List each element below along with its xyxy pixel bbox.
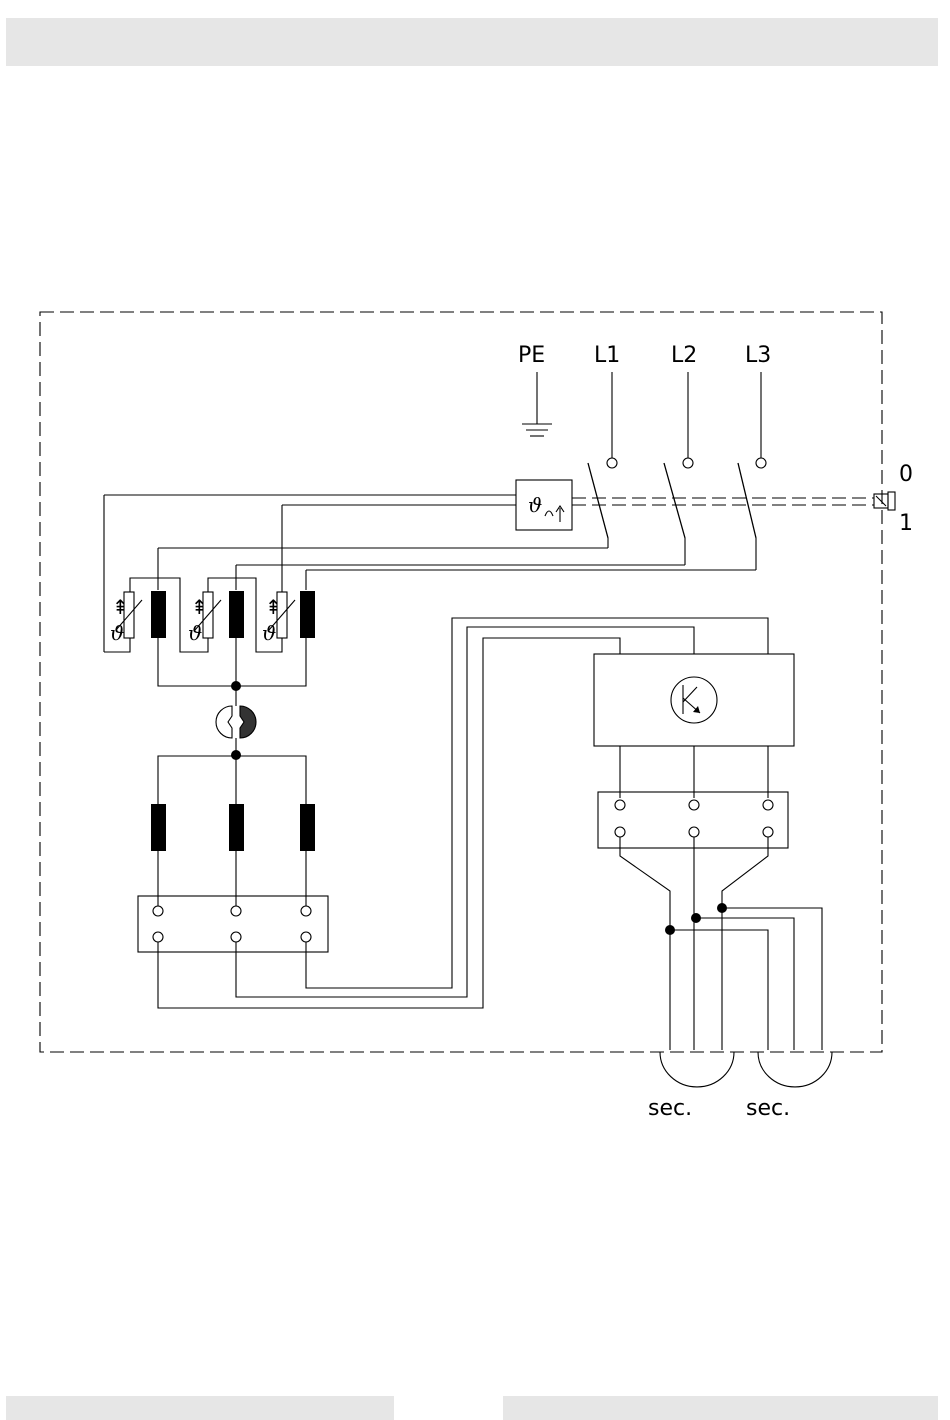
terminal-block-motor (598, 792, 788, 848)
terminal-block-lower (138, 896, 328, 952)
motor-icon (671, 677, 717, 723)
ground-icon (522, 372, 552, 436)
outlet-1 (660, 1052, 734, 1087)
svg-text:ϑ: ϑ (110, 621, 124, 645)
heating-element-4 (151, 804, 166, 851)
heating-element-5 (229, 804, 244, 851)
l3-label: L3 (745, 343, 771, 368)
temperature-sensor-icon: ϑ ⇞ (188, 592, 221, 645)
temperature-sensor-icon: ϑ ⇞ (110, 592, 142, 645)
heating-element-6 (300, 804, 315, 851)
l1-terminal (607, 458, 617, 468)
heating-element-3 (300, 591, 315, 638)
switch-position-on: 1 (899, 511, 913, 536)
l1-label: L1 (594, 343, 620, 368)
enclosure-boundary (40, 312, 882, 1052)
outlet-2 (758, 1052, 832, 1087)
heating-element-2 (229, 591, 244, 638)
rotary-switch-icon (874, 492, 895, 510)
l3-terminal (756, 458, 766, 468)
pe-label: PE (518, 343, 545, 368)
thermostat-icon: ϑ (516, 480, 572, 530)
switch-position-off: 0 (899, 462, 913, 487)
svg-text:⇞: ⇞ (112, 595, 129, 619)
heating-element-1 (151, 591, 166, 638)
svg-text:ϑ: ϑ (262, 621, 276, 645)
lower-heater-group (151, 756, 315, 906)
l2-terminal (683, 458, 693, 468)
motor-unit (594, 654, 794, 798)
main-switch (572, 463, 874, 570)
outlet-label-1: sec. (648, 1096, 692, 1121)
outlet-label-2: sec. (746, 1096, 790, 1121)
svg-text:ϑ: ϑ (528, 493, 542, 517)
l2-label: L2 (671, 343, 697, 368)
svg-text:ϑ: ϑ (188, 621, 202, 645)
svg-text:⇞: ⇞ (265, 595, 282, 619)
temperature-sensor-icon: ϑ ⇞ (262, 592, 295, 645)
fan-icon (216, 690, 256, 760)
heater-group: ϑ ⇞ ϑ ⇞ ϑ ⇞ (104, 578, 315, 691)
svg-text:⇞: ⇞ (191, 595, 208, 619)
